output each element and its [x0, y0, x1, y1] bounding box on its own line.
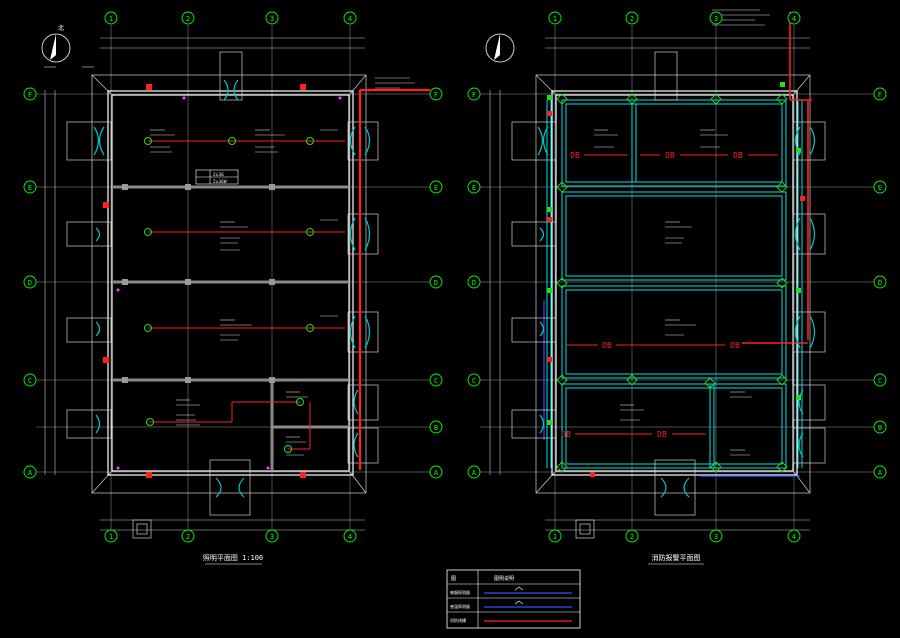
axis-label-F-right: F: [434, 91, 438, 99]
axis-label-E-left: E: [28, 184, 32, 192]
axis-label-A-right: A: [434, 469, 439, 477]
axis-bubbles: [23, 11, 443, 543]
right-dimension-lines: [489, 37, 810, 531]
r-axis-label-D-left: D: [472, 279, 476, 287]
r-axis-label-F-right: F: [878, 91, 882, 99]
r-axis-label-D-right: D: [878, 279, 882, 287]
r-axis-label-C-right: C: [878, 377, 882, 385]
door-swings: [93, 79, 371, 498]
r-axis-label-x1-bottom: 1: [553, 533, 557, 541]
duct-label-5: DB: [730, 341, 740, 350]
r-axis-label-x3-bottom: 3: [714, 533, 718, 541]
north-arrow: 北: [41, 24, 71, 63]
lamp-spec-table: 2x36 2x36W: [195, 169, 239, 185]
duct-label-7: DB: [657, 430, 667, 439]
cable-trays-cyan: [546, 99, 803, 469]
legend-header-right: 图例说明: [494, 575, 514, 582]
legend-row-2-label: 感温探测器: [450, 603, 470, 609]
r-axis-label-C-left: C: [472, 377, 476, 385]
r-axis-label-x4-bottom: 4: [792, 533, 796, 541]
r-axis-label-A-right: A: [878, 469, 883, 477]
smoke-detectors: [556, 93, 788, 473]
legend-row-3-label: 消防线槽: [450, 617, 466, 623]
right-axis-bubbles: [467, 11, 887, 543]
right-building-walls: [551, 90, 798, 476]
lamp-table-row-1: 2x36: [213, 172, 224, 178]
legend-table: 图 图例说明 感烟探测器 感温探测器 消防线槽: [446, 569, 581, 629]
axis-bubble-labels: 1 2 3 4 1 2 3 4 F E D C A F E D C B A: [28, 15, 439, 541]
r-axis-label-x3-top: 3: [714, 15, 718, 23]
grid-axis-lines: [36, 25, 430, 530]
axis-label-A-left: A: [28, 469, 33, 477]
duct-label-4: DB: [602, 341, 612, 350]
right-windows: [511, 51, 826, 539]
axis-label-E-right: E: [434, 184, 438, 192]
green-devices: [547, 82, 801, 425]
axis-label-x1-bottom: 1: [109, 533, 113, 541]
r-axis-label-x2-bottom: 2: [630, 533, 634, 541]
magenta-dots: [116, 96, 342, 470]
duct-label-3: DB: [733, 151, 743, 160]
r-axis-label-E-right: E: [878, 184, 882, 192]
r-axis-label-B-right: B: [878, 424, 882, 432]
lamp-symbols: [144, 137, 314, 453]
axis-label-D-left: D: [28, 279, 32, 287]
r-axis-label-x2-top: 2: [630, 15, 634, 23]
axis-label-D-right: D: [434, 279, 438, 287]
duct-label-1: DB: [570, 151, 580, 160]
right-roof-outline: [535, 74, 811, 494]
north-label: 北: [58, 24, 64, 32]
lighting-plan-title: 照明平面图 1:100: [203, 554, 263, 562]
duct-label-6: DB: [561, 430, 571, 439]
axis-label-B-right: B: [434, 424, 438, 432]
red-markers: [103, 84, 306, 478]
duct-labels: DB DB DB DB DB DB DB: [561, 151, 743, 439]
axis-label-C-right: C: [434, 377, 438, 385]
axis-label-x1-top: 1: [109, 15, 113, 23]
lighting-floor-plan: 2x36 2x36W 北 1 2 3 4 1 2: [23, 11, 443, 565]
right-grid-axis-lines: [480, 25, 875, 530]
duct-red-dashes: [566, 154, 778, 435]
axis-label-x4-top: 4: [348, 15, 352, 23]
lamp-table-row-2: 2x36W: [213, 179, 227, 185]
legend-row-1-label: 感烟探测器: [450, 589, 470, 595]
main-feeder-red: [358, 88, 430, 470]
axis-label-x2-bottom: 2: [186, 533, 190, 541]
signal-line-blue: [543, 300, 800, 477]
left-side-windows: [66, 51, 379, 539]
r-axis-label-A-left: A: [472, 469, 477, 477]
axis-label-C-left: C: [28, 377, 32, 385]
right-door-swings: [537, 126, 816, 498]
legend-header-left: 图: [451, 576, 456, 582]
r-axis-label-F-left: F: [472, 91, 476, 99]
fire-alarm-plan-title: 消防报警平面图: [652, 553, 701, 562]
r-axis-label-E-left: E: [472, 184, 476, 192]
r-axis-label-x4-top: 4: [792, 15, 796, 23]
north-arrow-right: [485, 33, 515, 63]
axis-label-x2-top: 2: [186, 15, 190, 23]
top-dimension-lines: [44, 37, 365, 531]
r-axis-label-x1-top: 1: [553, 15, 557, 23]
right-red-markers: [547, 111, 805, 477]
axis-label-F-left: F: [28, 91, 32, 99]
right-axis-bubble-labels: 1 2 3 4 1 2 3 4 F E D C A F E D C B A: [472, 15, 883, 541]
duct-label-2: DB: [665, 151, 675, 160]
axis-label-x4-bottom: 4: [348, 533, 352, 541]
fire-alarm-floor-plan: DB DB DB DB DB DB DB: [467, 9, 887, 565]
annotation-scribbles: [44, 66, 415, 456]
axis-label-x3-top: 3: [270, 15, 274, 23]
axis-label-x3-bottom: 3: [270, 533, 274, 541]
interior-beams: [112, 185, 349, 471]
columns: [122, 184, 275, 383]
roof-outline: [91, 74, 367, 494]
